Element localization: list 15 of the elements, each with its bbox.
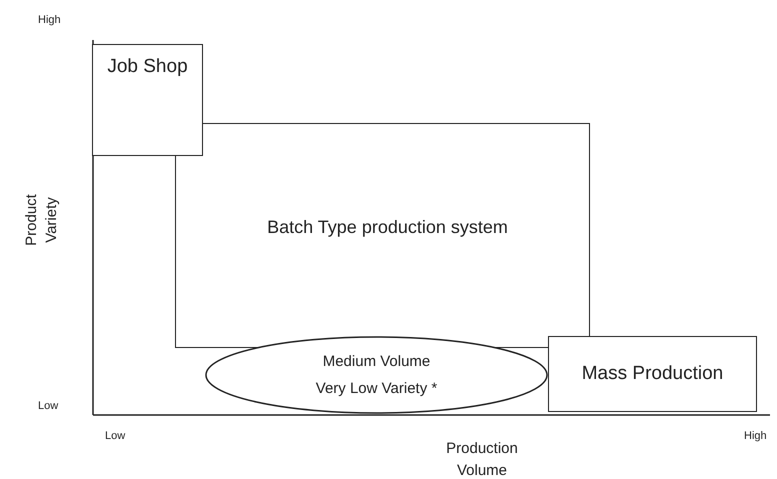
axis-label: Production Volume — [445, 439, 519, 479]
axis-label: Product Variety — [22, 193, 61, 248]
axis-label: Low — [38, 399, 58, 414]
axis-label: High — [744, 429, 767, 444]
job-shop-box — [92, 44, 203, 156]
node-label: Mass Production — [582, 362, 724, 386]
axis-label: Low — [105, 429, 126, 444]
batch-system-box — [175, 123, 590, 348]
node-label: Batch Type production system — [267, 216, 508, 239]
axis-label: High — [38, 13, 61, 28]
node-label: Job Shop — [107, 55, 188, 79]
node-label: Very Low Variety * — [316, 379, 438, 399]
node-label: Medium Volume — [322, 352, 430, 372]
ellipse-node — [205, 336, 548, 414]
mass-production-box — [548, 336, 757, 412]
